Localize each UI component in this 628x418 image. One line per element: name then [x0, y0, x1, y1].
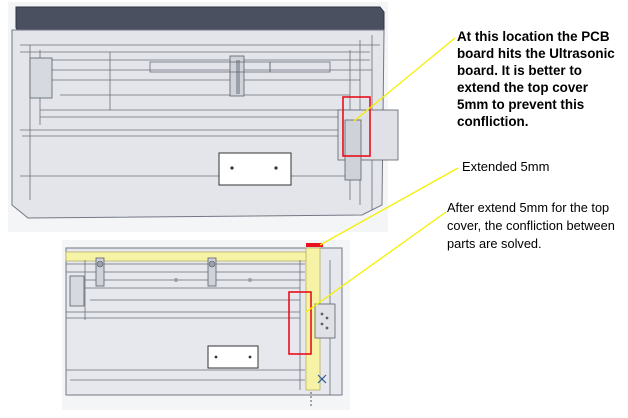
extension-marker [306, 243, 323, 247]
cad-view-after [62, 240, 350, 410]
conflict-annotation: At this location the PCB board hits the … [457, 29, 615, 129]
leader-line-extended [319, 167, 459, 246]
leader-line-solved [305, 211, 447, 313]
connector-cutout-after [207, 345, 259, 369]
top-cover-dark [15, 6, 385, 34]
enclosure-body-after [65, 247, 343, 396]
solved-highlight-box [288, 291, 312, 355]
enclosure-body [11, 29, 385, 219]
connector-cutout-before [218, 152, 292, 186]
solved-annotation: After extend 5mm for the top cover, the … [447, 200, 615, 251]
ultrasonic-board-after [314, 303, 336, 339]
screw-posts [95, 257, 252, 287]
leader-line-conflict [353, 37, 456, 122]
cad-view-before [8, 2, 399, 232]
conflict-highlight-box [342, 96, 371, 157]
extended-annotation: Extended 5mm [462, 159, 550, 174]
side-bracket [29, 57, 53, 99]
